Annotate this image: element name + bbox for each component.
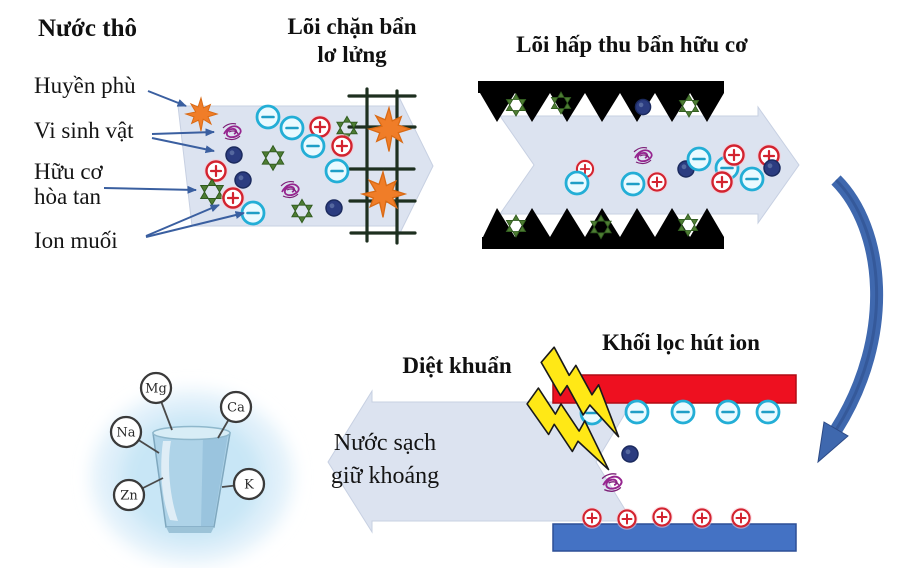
anion-ion-icon	[715, 399, 741, 425]
mineral-badge	[232, 467, 266, 501]
mineral-badge	[112, 478, 146, 512]
cation-ion-icon	[615, 507, 639, 531]
mineral-label: K	[244, 478, 254, 493]
cation-ion-icon	[645, 170, 669, 194]
anion-ion-icon	[564, 170, 590, 196]
microbe-dot-icon	[621, 445, 639, 463]
cation-ion-icon	[219, 184, 247, 212]
stage1-title-line2: lơ lửng	[317, 42, 387, 67]
carbon-teeth-bottom	[482, 208, 724, 249]
mineral-badge	[109, 415, 143, 449]
anion-ion-icon	[300, 133, 326, 159]
mineral-label: Mg	[145, 382, 167, 397]
legend-pointers	[103, 90, 245, 238]
cation-ion-icon	[720, 141, 748, 169]
ion-filter-title: Khối lọc hút ion	[602, 330, 760, 355]
flow-arrow-stage2	[499, 105, 800, 225]
recirculation-arrow-icon	[817, 175, 884, 464]
stage1-title-line1: Lõi chặn bẩn	[287, 14, 416, 39]
label-salt-ion: Ion muối	[34, 228, 118, 253]
microbe-dot-icon	[763, 159, 781, 177]
microbe-dot-icon	[225, 146, 243, 164]
label-microorganism: Vi sinh vật	[34, 118, 134, 143]
raw-water-title: Nước thô	[38, 15, 137, 42]
cation-ion-icon	[708, 168, 736, 196]
microbe-dot-icon	[325, 199, 343, 217]
anion-ion-icon	[255, 104, 281, 130]
microbe-dot-icon	[234, 171, 252, 189]
label-organic-line2: hòa tan	[34, 184, 102, 209]
label-organic-line1: Hữu cơ	[34, 159, 104, 184]
cation-ion-icon	[202, 157, 230, 185]
anion-ion-icon	[670, 399, 696, 425]
mineral-label: Zn	[120, 489, 138, 504]
anion-ion-icon	[755, 399, 781, 425]
mineral-water-glass	[92, 391, 292, 563]
anion-ion-icon	[624, 399, 650, 425]
mineral-badge	[219, 390, 253, 424]
cation-ion-icon	[729, 506, 753, 530]
clean-water-line1: Nước sạch	[334, 430, 436, 456]
cation-ion-icon	[580, 506, 604, 530]
anion-ion-icon	[240, 200, 266, 226]
anion-ion-icon	[279, 115, 305, 141]
mineral-label: Na	[116, 426, 135, 441]
label-suspension: Huyền phù	[34, 73, 136, 98]
anion-ion-icon	[686, 146, 712, 172]
sterilize-title: Diệt khuẩn	[402, 353, 511, 378]
mineral-badge	[139, 371, 173, 405]
mineral-label: Ca	[227, 401, 245, 416]
anion-ion-icon	[324, 158, 350, 184]
cation-ion-icon	[650, 505, 674, 529]
anion-ion-icon	[620, 171, 646, 197]
cation-ion-icon	[328, 132, 356, 160]
anion-ion-icon	[739, 166, 765, 192]
cation-ion-icon	[690, 506, 714, 530]
carbon-teeth-top	[478, 81, 724, 122]
microbe-dot-icon	[634, 98, 652, 116]
stage2-title: Lõi hấp thu bẩn hữu cơ	[516, 32, 748, 57]
clean-water-line2: giữ khoáng	[331, 463, 439, 489]
